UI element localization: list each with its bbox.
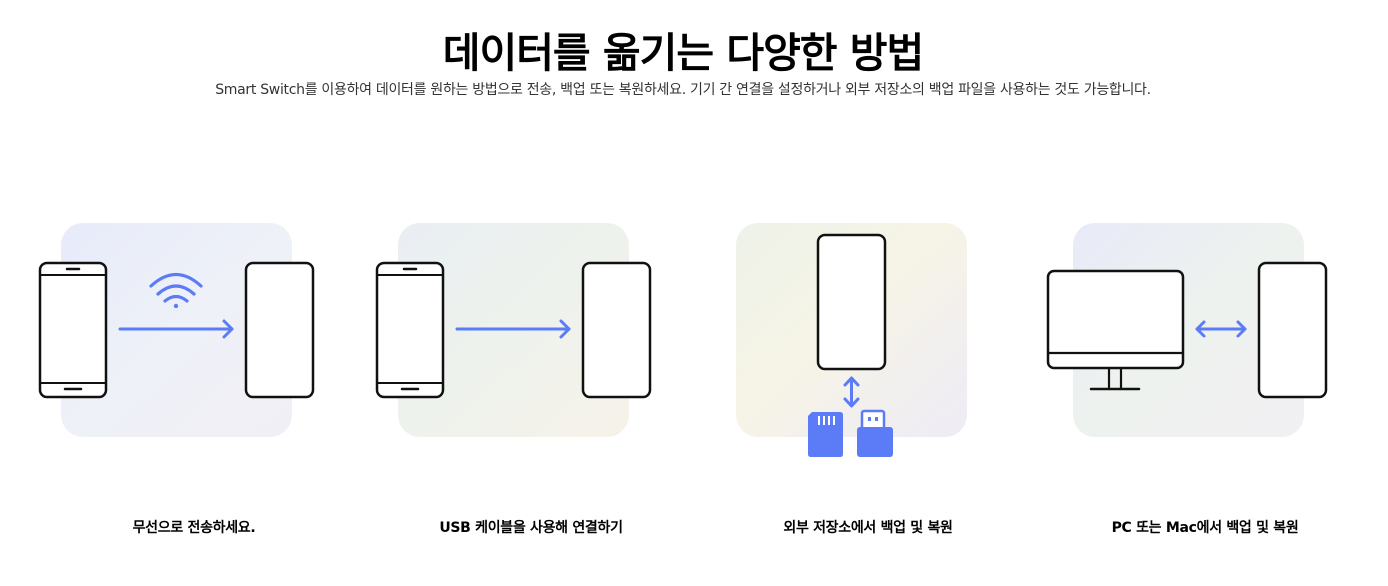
source-phone-icon [38, 261, 108, 399]
method-label: 외부 저장소에서 백업 및 복원 [783, 520, 953, 536]
method-label: PC 또는 Mac에서 백업 및 복원 [1111, 520, 1299, 536]
page-subtitle: Smart Switch를 이용하여 데이터를 원하는 방법으로 전송, 백업 … [215, 82, 1151, 98]
page-title: 데이터를 옮기는 다양한 방법 [442, 29, 924, 78]
method-card-wireless[interactable]: 무선으로 전송하세요. [24, 221, 364, 541]
method-card-pc-mac[interactable]: PC 또는 Mac에서 백업 및 복원 [1035, 221, 1375, 541]
phone-icon [816, 233, 887, 371]
target-phone-icon [244, 261, 315, 399]
pc-mac-backup-icon [1046, 223, 1328, 437]
wireless-transfer-icon [38, 223, 315, 437]
wifi-icon [149, 272, 203, 309]
monitor-icon [1046, 269, 1185, 391]
sd-card-icon [808, 412, 843, 457]
phone-icon [1257, 261, 1328, 399]
method-card-usb[interactable]: USB 케이블을 사용해 연결하기 [361, 221, 701, 541]
usb-cable-transfer-icon [375, 223, 652, 437]
arrow-right-icon [118, 319, 234, 339]
arrow-left-right-icon [1195, 320, 1247, 338]
arrow-up-down-icon [843, 376, 860, 408]
arrow-right-icon [455, 319, 571, 339]
target-phone-icon [581, 261, 652, 399]
method-card-external-storage[interactable]: 외부 저장소에서 백업 및 복원 [698, 221, 1038, 541]
method-label: 무선으로 전송하세요. [132, 520, 256, 536]
usb-drive-icon [857, 409, 893, 457]
method-label: USB 케이블을 사용해 연결하기 [439, 520, 623, 536]
source-phone-icon [375, 261, 445, 399]
external-storage-icon [736, 223, 967, 457]
